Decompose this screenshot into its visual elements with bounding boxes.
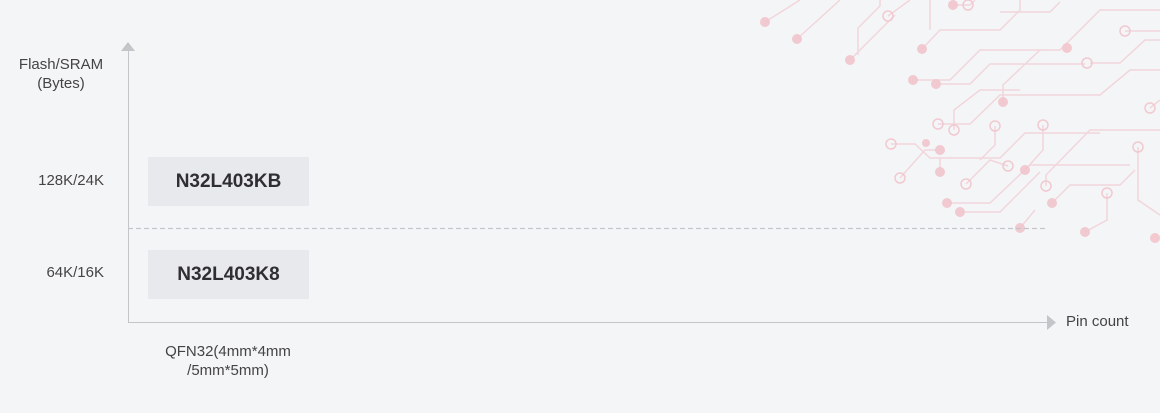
x-axis-title: Pin count (1066, 313, 1129, 330)
y-axis-arrow-icon (121, 42, 135, 51)
y-tick-label: 64K/16K (46, 264, 104, 281)
x-tick-label-line-2: /5mm*5mm) (187, 362, 269, 379)
y-axis-title-line-1: Flash/SRAM (18, 56, 104, 73)
x-tick-label: QFN32(4mm*4mm /5mm*5mm) (138, 342, 318, 380)
product-chip-n32l403k8[interactable]: N32L403K8 (148, 250, 309, 299)
y-axis-title: Flash/SRAM (Bytes) (10, 55, 112, 93)
product-chip-n32l403kb[interactable]: N32L403KB (148, 157, 309, 206)
y-tick-label: 128K/24K (38, 172, 104, 189)
y-axis-title-line-2: (Bytes) (37, 75, 85, 92)
x-tick-label-line-1: QFN32(4mm*4mm (165, 343, 291, 360)
x-axis-arrow-icon (1047, 315, 1056, 330)
